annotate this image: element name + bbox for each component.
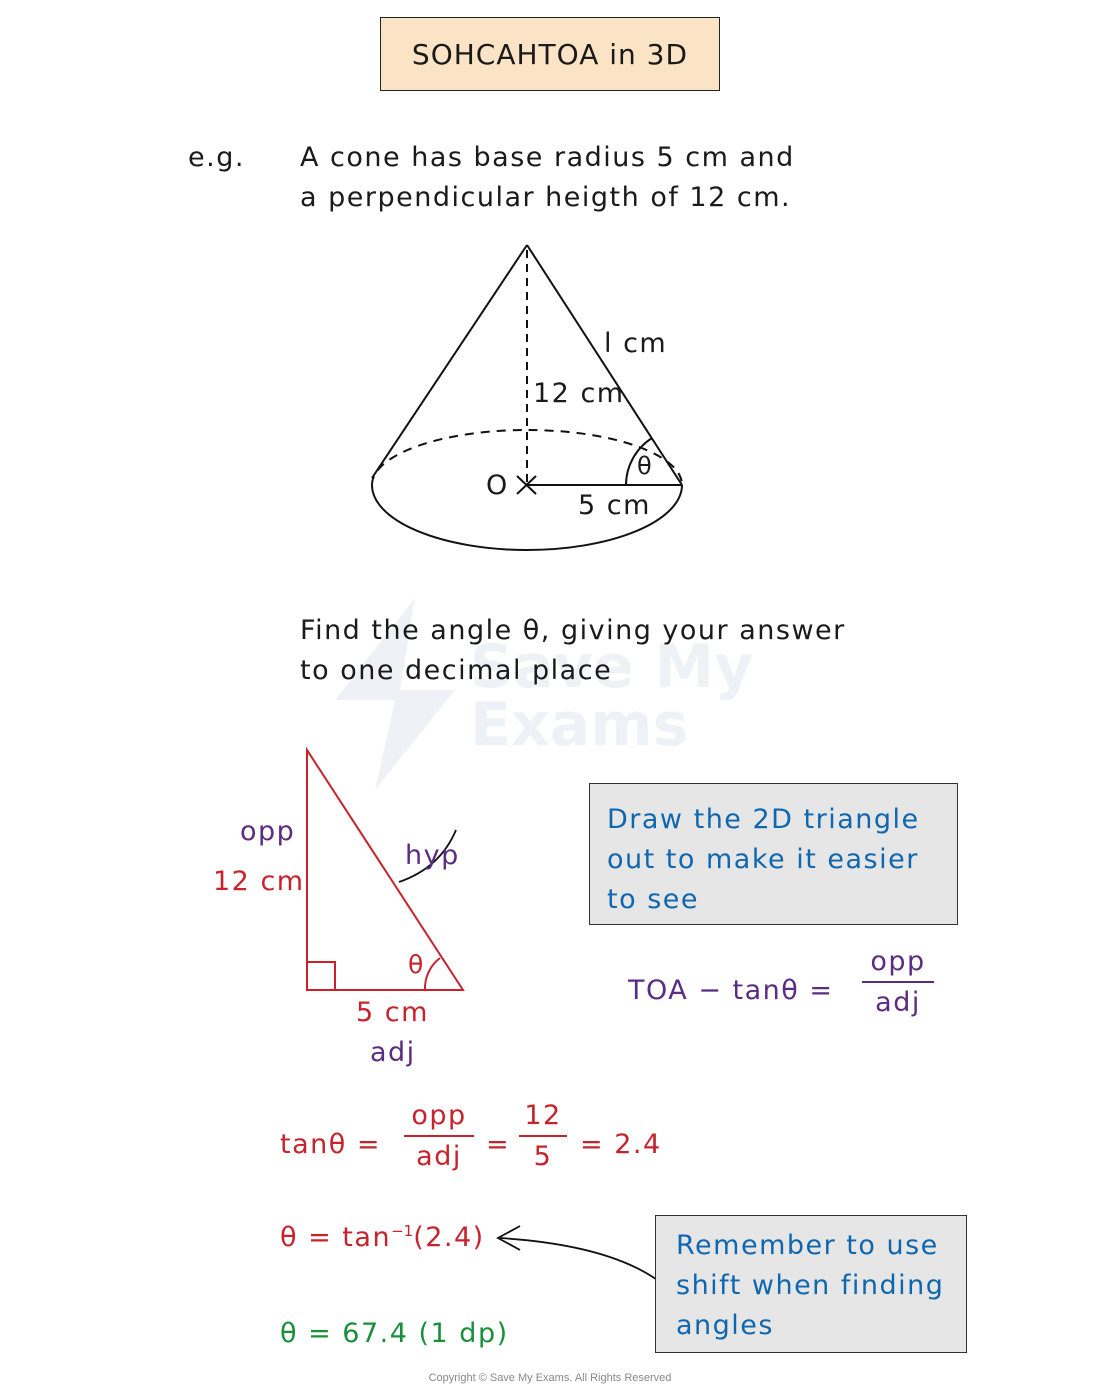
hint-box-shift: Remember to use shift when finding angle…: [655, 1215, 967, 1353]
page-title: SOHCAHTOA in 3D: [380, 17, 720, 91]
hyp-word: hyp: [405, 840, 460, 871]
step1-result: = 2.4: [580, 1129, 662, 1160]
opp-word: opp: [240, 816, 296, 847]
triangle-angle-arc: [423, 957, 441, 991]
adj-word: adj: [370, 1037, 416, 1068]
question-line-2: to one decimal place: [300, 655, 613, 686]
example-line-2: a perpendicular heigth of 12 cm.: [300, 182, 792, 213]
cone-angle-arc: [625, 437, 653, 486]
watermark: Save My Exams: [470, 632, 754, 760]
hyp-pointer: [398, 829, 457, 883]
right-angle-marker: [306, 961, 336, 991]
cone-angle-label: θ: [637, 452, 654, 480]
copyright: Copyright © Save My Exams. All Rights Re…: [428, 1372, 672, 1384]
right-triangle: [306, 746, 465, 991]
cone-slant-side: [526, 244, 683, 486]
adj-value: 5 cm: [356, 997, 429, 1028]
opp-value: 12 cm: [213, 866, 305, 897]
cone-left-side: [371, 244, 528, 479]
question-line-1: Find the angle θ, giving your answer: [300, 615, 846, 646]
example-line-1: A cone has base radius 5 cm and: [300, 142, 795, 173]
step3-answer: θ = 67.4 (1 dp): [280, 1318, 509, 1349]
cone-base-back: [371, 429, 683, 486]
hint-box-2d-triangle: Draw the 2D triangle out to make it easi…: [589, 783, 958, 925]
toa-fraction: opp adj: [862, 946, 934, 1018]
cone-base-front: [371, 484, 683, 551]
example-label: e.g.: [188, 142, 245, 173]
triangle-angle-label: θ: [408, 950, 425, 979]
toa-lhs: TOA − tanθ =: [628, 975, 834, 1006]
step1-lhs: tanθ =: [280, 1129, 381, 1160]
step1-equals: =: [486, 1129, 511, 1160]
centre-label: O: [486, 470, 509, 501]
slant-label: l cm: [604, 328, 668, 359]
toa-numerator: opp: [870, 946, 926, 977]
height-label: 12 cm: [533, 378, 625, 409]
step2: θ = tan−1(2.4): [280, 1222, 485, 1253]
radius-label: 5 cm: [578, 490, 651, 521]
toa-denominator: adj: [875, 987, 921, 1018]
step1-fraction-2: 12 5: [519, 1100, 567, 1172]
step1-fraction-1: opp adj: [404, 1100, 474, 1172]
